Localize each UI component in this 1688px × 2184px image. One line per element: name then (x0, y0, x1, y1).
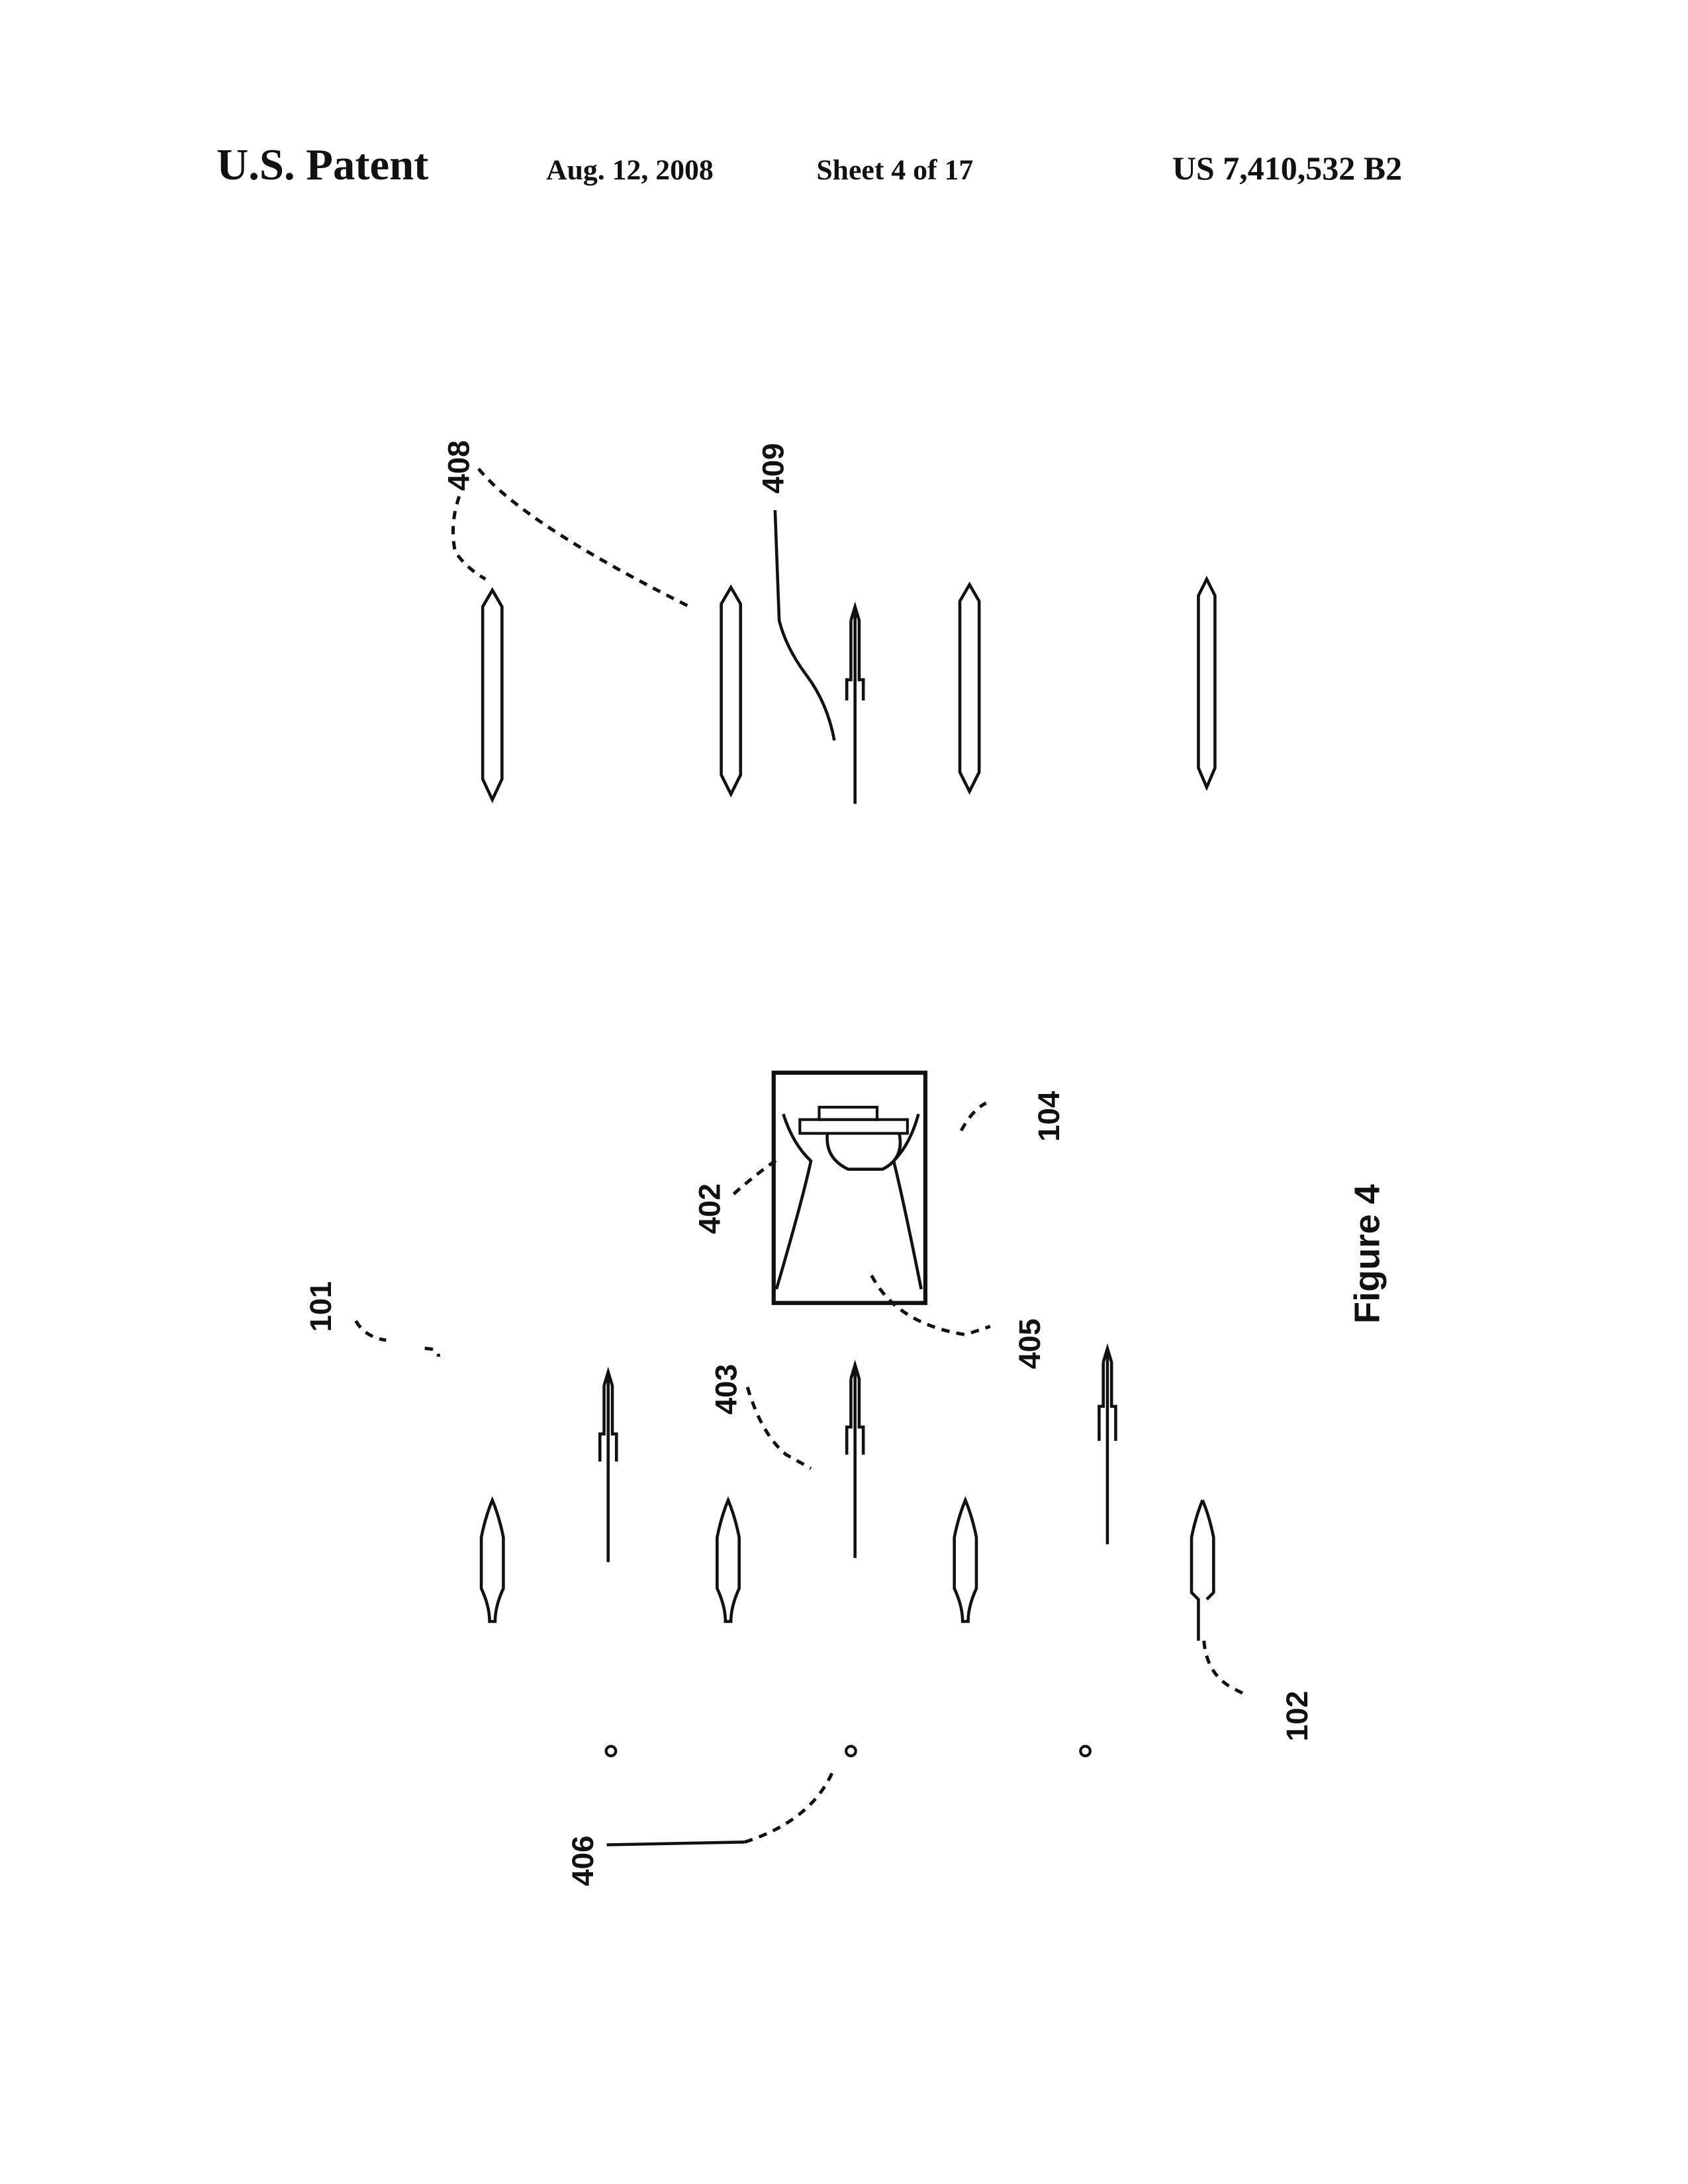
header-date: Aug. 12, 2008 (546, 154, 714, 186)
marker-dot (604, 1745, 618, 1758)
label-408: 408 (442, 440, 475, 490)
marker-dot (845, 1745, 857, 1758)
bottom-needles (598, 1343, 1117, 1563)
top-needle (845, 601, 865, 804)
lens (479, 1496, 505, 1623)
lens (953, 1496, 978, 1623)
header-sheet: Sheet 4 of 17 (816, 154, 973, 186)
header-publisher: U.S. Patent (216, 141, 428, 189)
leader-406-dash (744, 1766, 836, 1844)
label-102: 102 (1280, 1691, 1314, 1741)
leader-403 (745, 1387, 812, 1470)
leader-406-solid (606, 1841, 745, 1846)
lens (720, 584, 743, 798)
bottom-lens-row (479, 1496, 1215, 1641)
label-406: 406 (566, 1836, 600, 1886)
figure-caption: Figure 4 (1347, 1184, 1387, 1324)
leader-405 (870, 1274, 991, 1337)
label-409: 409 (756, 443, 790, 493)
lens (716, 1496, 741, 1623)
marker-dots (604, 1745, 1092, 1758)
label-402: 402 (693, 1183, 727, 1234)
label-403: 403 (710, 1364, 743, 1414)
leader-102 (1202, 1640, 1249, 1698)
leader-409 (773, 510, 836, 741)
needle (845, 1359, 865, 1559)
lens (1197, 575, 1217, 792)
leader-408-a (451, 496, 487, 581)
lens (958, 581, 981, 795)
top-lens-row (481, 575, 1217, 803)
leader-104 (959, 1101, 987, 1132)
lens (481, 587, 504, 803)
needle (1098, 1343, 1117, 1545)
header-patent-number: US 7,410,532 B2 (1172, 150, 1402, 187)
marker-dot (1079, 1745, 1092, 1758)
label-405: 405 (1013, 1318, 1047, 1369)
leader-101 (354, 1320, 440, 1357)
needle (598, 1366, 618, 1563)
label-104: 104 (1032, 1091, 1066, 1142)
lens (1190, 1499, 1215, 1641)
label-101: 101 (304, 1281, 338, 1332)
leader-408-b (477, 467, 690, 608)
leader-402 (732, 1156, 780, 1196)
projector-box (771, 1070, 928, 1305)
